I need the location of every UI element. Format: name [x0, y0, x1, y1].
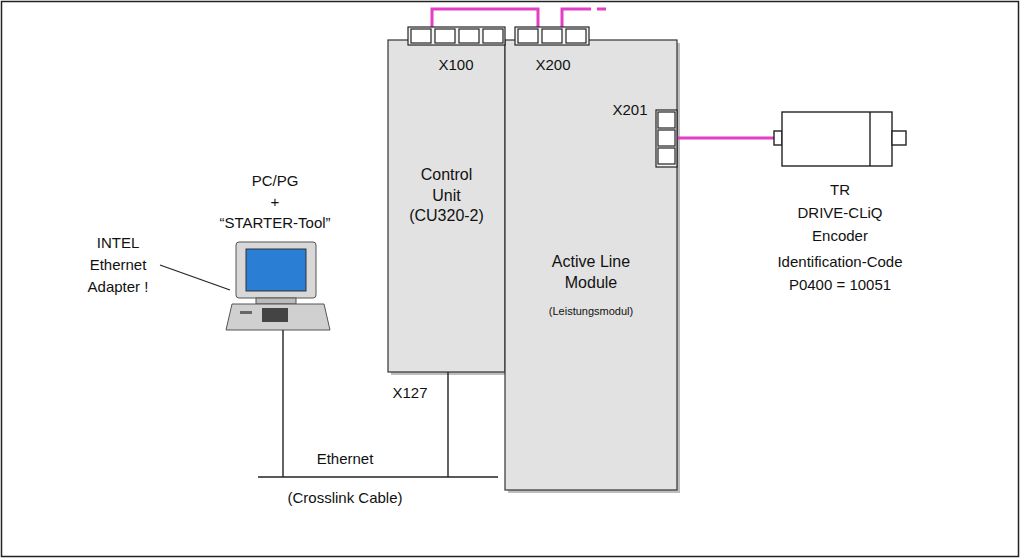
pc-label: PC/PG — [252, 172, 299, 190]
connector-label: X200 — [535, 56, 570, 74]
encoder-label: TR — [830, 181, 850, 199]
drive-cliq-cable — [562, 9, 582, 27]
drive-cliq-cable — [432, 9, 538, 27]
pc-label: + — [271, 193, 280, 211]
adapter-note: Adapter ! — [88, 278, 149, 296]
encoder-symbol — [774, 112, 906, 166]
module-subtitle: (Leistungsmodul) — [549, 304, 633, 318]
adapter-note: Ethernet — [90, 256, 147, 274]
encoder-label: DRIVE-CLiQ — [797, 204, 882, 222]
cable-label: Ethernet — [317, 450, 374, 468]
module-title: Control Unit (CU320-2) — [408, 165, 486, 227]
connector-label: X100 — [438, 56, 473, 74]
encoder-code: P0400 = 10051 — [789, 276, 891, 294]
encoder-code: Identification-Code — [777, 253, 902, 271]
x200-connector — [515, 27, 589, 45]
control-unit: Control Unit (CU320-2) — [388, 40, 505, 372]
drive-cliq-cable — [677, 137, 774, 140]
leader-line — [160, 265, 230, 290]
connector-label: X127 — [392, 384, 427, 402]
pc-icon — [226, 242, 330, 330]
connector-label: X201 — [612, 101, 647, 119]
control-unit-body — [388, 40, 505, 372]
ethernet-cable — [258, 330, 498, 477]
pc-label: “STARTER-Tool” — [219, 214, 330, 232]
x100-connector — [408, 27, 505, 45]
cable-label: (Crosslink Cable) — [287, 489, 402, 507]
adapter-note: INTEL — [97, 234, 140, 252]
line-module: Active Line Module (Leistungsmodul) — [505, 40, 677, 490]
x201-connector — [656, 110, 677, 167]
module-title: Active Line Module — [546, 252, 636, 294]
line-module-body — [505, 40, 677, 490]
encoder-label: Encoder — [812, 227, 868, 245]
drive-cliq-cable — [582, 8, 610, 11]
